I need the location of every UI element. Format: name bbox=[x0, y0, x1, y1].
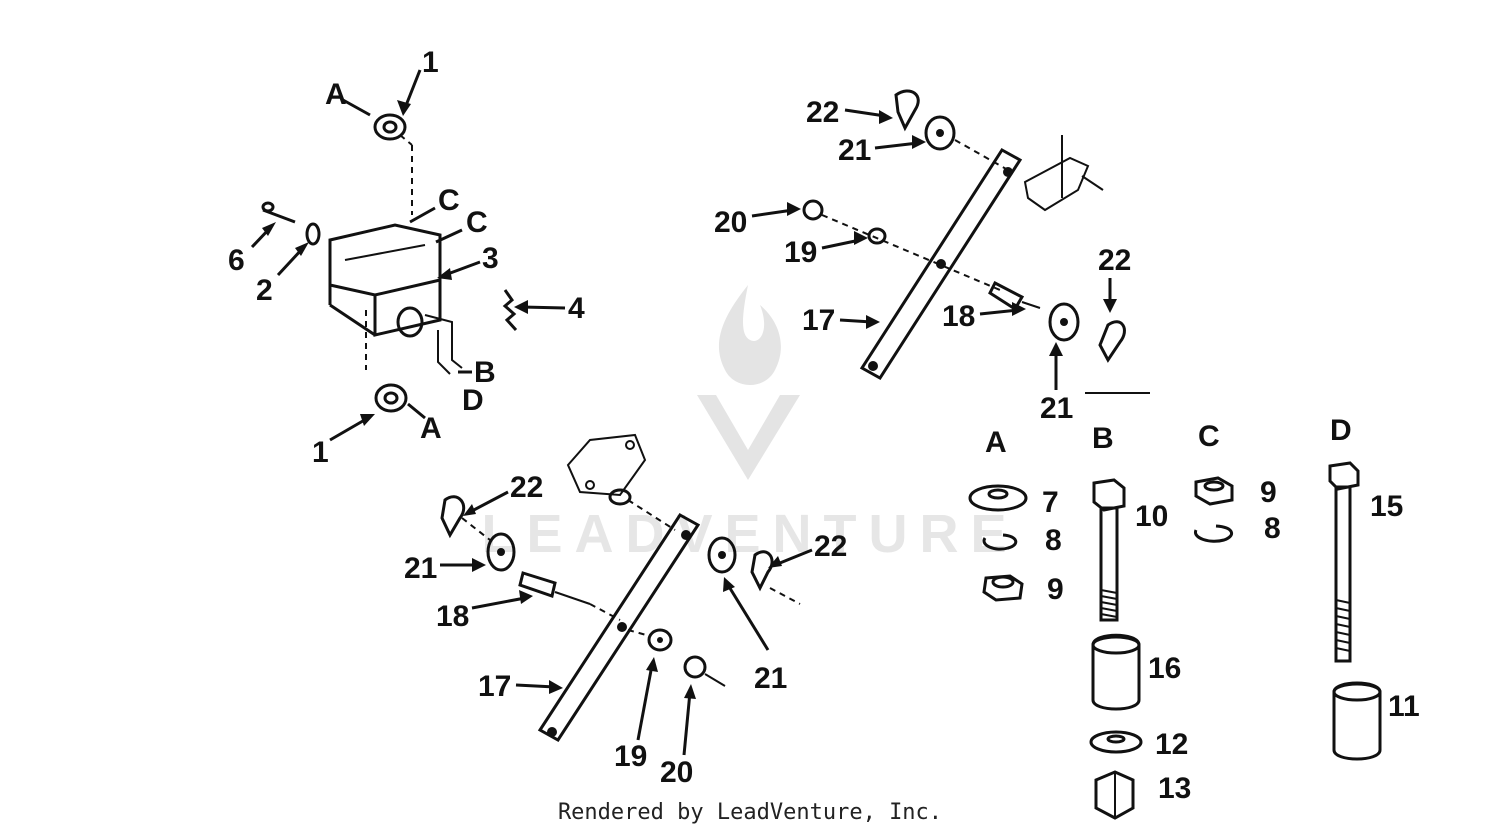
watermark-text: LEADVENTURE bbox=[481, 504, 1018, 564]
callout-17-a: 17 bbox=[802, 304, 835, 337]
lower-nut-20 bbox=[683, 655, 707, 679]
lower-link-assembly bbox=[440, 433, 801, 742]
lower-stud-18 bbox=[518, 571, 557, 598]
callout-21-c: 21 bbox=[404, 552, 437, 585]
bracket-roller bbox=[396, 306, 424, 338]
washer-21-right bbox=[1048, 302, 1080, 342]
callout-b: B bbox=[474, 356, 496, 389]
lower-pivot-plate bbox=[566, 433, 647, 497]
callout-a-bottom: A bbox=[420, 412, 442, 445]
legend-a-9: 9 bbox=[1047, 573, 1064, 606]
legend-c-9: 9 bbox=[1260, 476, 1277, 509]
washer-21-top bbox=[924, 115, 956, 151]
bolt-15-shank bbox=[1334, 485, 1352, 663]
legend-c-8: 8 bbox=[1264, 512, 1281, 545]
watermark-logo: LEADVENTURE bbox=[481, 285, 1018, 564]
link-bar bbox=[859, 148, 1023, 380]
group-label-b: B bbox=[1092, 422, 1114, 455]
legend-a-7: 7 bbox=[1042, 486, 1059, 519]
callout-21-b: 21 bbox=[1040, 392, 1073, 425]
bolt-10-shank bbox=[1099, 506, 1119, 622]
callout-c-2: C bbox=[466, 206, 488, 239]
spring-4 bbox=[502, 289, 518, 332]
cotter-pin-right bbox=[1098, 320, 1126, 363]
callouts-upper-right: 22 21 20 19 17 18 22 21 bbox=[714, 96, 1131, 425]
callout-1-top: 1 bbox=[422, 46, 439, 79]
callout-d: D bbox=[462, 384, 484, 417]
spacer-16 bbox=[1091, 633, 1141, 711]
callout-c-1: C bbox=[438, 184, 460, 217]
callout-3: 3 bbox=[482, 242, 499, 275]
callout-21-a: 21 bbox=[838, 134, 871, 167]
upper-link-assembly bbox=[802, 89, 1150, 394]
legend-a-8: 8 bbox=[1045, 524, 1062, 557]
lower-cotter-pin-right bbox=[750, 550, 774, 592]
callout-6: 6 bbox=[228, 244, 245, 277]
legend-b-10: 10 bbox=[1135, 500, 1168, 533]
callouts-lower: 22 21 18 17 22 21 19 20 bbox=[404, 471, 847, 789]
lock-washer-8 bbox=[982, 533, 1018, 551]
bolt-10-head bbox=[1092, 478, 1126, 512]
group-label-c: C bbox=[1198, 420, 1220, 453]
legend-d-15: 15 bbox=[1370, 490, 1403, 523]
callout-21-d: 21 bbox=[754, 662, 787, 695]
cotter-pin-top bbox=[894, 89, 920, 132]
callout-a-top: A bbox=[325, 78, 347, 111]
callout-20-b: 20 bbox=[660, 756, 693, 789]
callout-18-b: 18 bbox=[436, 600, 469, 633]
callout-4: 4 bbox=[568, 292, 585, 325]
callout-22-b: 22 bbox=[1098, 244, 1131, 277]
legend-b-12: 12 bbox=[1155, 728, 1188, 761]
nut-20-top bbox=[802, 199, 824, 221]
legend-b-16: 16 bbox=[1148, 652, 1181, 685]
hardware-legend: A B C D 7 8 9 10 16 12 13 9 8 bbox=[968, 414, 1420, 820]
callout-18-a: 18 bbox=[942, 300, 975, 333]
hex-nut-c-9 bbox=[1194, 476, 1234, 506]
lower-washer-21-left bbox=[486, 532, 516, 572]
callout-20-a: 20 bbox=[714, 206, 747, 239]
lower-washer-21-right bbox=[707, 536, 737, 574]
flat-washer-7 bbox=[968, 484, 1028, 512]
callout-22-d: 22 bbox=[814, 530, 847, 563]
callout-22-a: 22 bbox=[806, 96, 839, 129]
lower-cotter-pin-left bbox=[440, 495, 466, 539]
washer-2 bbox=[305, 222, 321, 246]
footer-credit: Rendered by LeadVenture, Inc. bbox=[557, 800, 943, 825]
group-label-a: A bbox=[985, 426, 1007, 459]
washer-19-top bbox=[867, 227, 887, 245]
lock-washer-c-8 bbox=[1194, 524, 1233, 543]
callout-2: 2 bbox=[256, 274, 273, 307]
lower-link-bar bbox=[537, 513, 701, 742]
bottom-pulley bbox=[374, 383, 408, 413]
bracket-assembly bbox=[261, 113, 518, 413]
group-label-d: D bbox=[1330, 414, 1352, 447]
legend-b-13: 13 bbox=[1158, 772, 1191, 805]
bolt-15-head bbox=[1328, 461, 1360, 491]
legend-d-11: 11 bbox=[1388, 690, 1420, 723]
callouts-upper-left: 1 A C C 6 2 3 4 B D 1 A bbox=[228, 46, 585, 469]
washer-12 bbox=[1089, 730, 1143, 754]
callout-19-a: 19 bbox=[784, 236, 817, 269]
spacer-11 bbox=[1332, 681, 1382, 761]
top-pulley bbox=[373, 113, 407, 141]
callout-19-b: 19 bbox=[614, 740, 647, 773]
lower-washer-19 bbox=[647, 628, 673, 652]
pivot-plate bbox=[1023, 156, 1090, 212]
callout-17-b: 17 bbox=[478, 670, 511, 703]
callout-1-bottom: 1 bbox=[312, 436, 329, 469]
callout-22-c: 22 bbox=[510, 471, 543, 504]
hex-nut-9 bbox=[982, 574, 1024, 602]
